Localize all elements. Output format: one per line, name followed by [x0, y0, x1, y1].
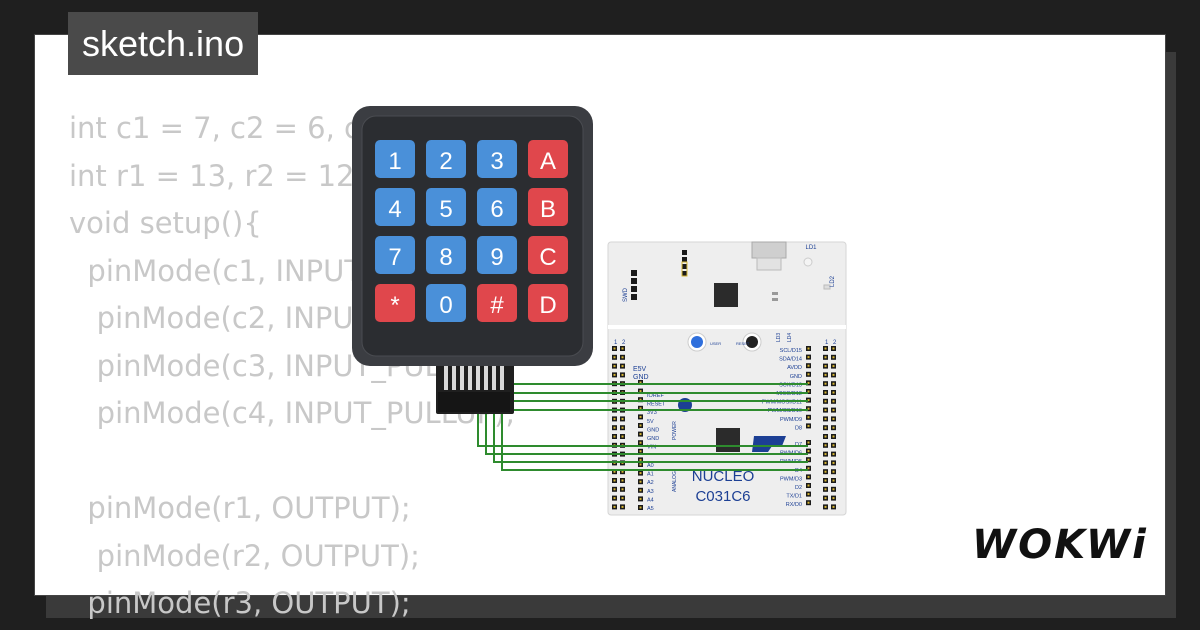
- power-pin-label: RESET: [647, 402, 666, 408]
- analog-pin-label: A0: [647, 463, 654, 469]
- key-3[interactable]: 3: [477, 140, 517, 178]
- power-pin-label: IOREF: [647, 393, 664, 399]
- ld3-label: LD3: [776, 333, 782, 342]
- power-group-label: POWER: [672, 421, 678, 440]
- digital-pin-label: SCK/D13: [779, 382, 802, 388]
- digital-pin-label: SDA/D14: [779, 357, 802, 363]
- ld2-label: LD2: [830, 275, 836, 287]
- keypad-4x4[interactable]: 1 2 3 A 4 5 6 B 7 8 9 C * 0 # D: [352, 106, 593, 414]
- key-hash[interactable]: #: [477, 284, 517, 322]
- digital-pin-label: RX/D0: [786, 502, 802, 508]
- key-label: 0: [439, 292, 452, 319]
- gnd-label: GND: [633, 374, 649, 381]
- analog-pin-label: A1: [647, 472, 654, 478]
- digital-pin-label: PWM/D3: [780, 476, 802, 482]
- code-line: pinMode(r1, OUTPUT);: [69, 491, 411, 525]
- analog-pin-label: A4: [647, 497, 654, 503]
- key-label: 8: [439, 244, 452, 271]
- code-line: void setup(){: [69, 206, 262, 240]
- key-5[interactable]: 5: [426, 188, 466, 226]
- key-1[interactable]: 1: [375, 140, 415, 178]
- digital-pin-label: PWM/D9: [780, 417, 802, 423]
- key-2[interactable]: 2: [426, 140, 466, 178]
- key-C[interactable]: C: [528, 236, 568, 274]
- digital-pin-label: SCL/D15: [780, 348, 802, 354]
- code-line: int r1 = 13, r2 = 12,: [69, 158, 364, 193]
- analog-group-label: ANALOG: [672, 471, 678, 492]
- sketch-file-tab[interactable]: sketch.ino: [68, 12, 259, 75]
- mcu-chip-icon: [716, 428, 740, 452]
- ld2-led-icon: [823, 284, 831, 290]
- key-label: 6: [490, 196, 503, 223]
- usb-connector-icon: [751, 241, 787, 259]
- key-label: 7: [388, 244, 401, 271]
- power-pin-label: 3V3: [647, 410, 657, 416]
- analog-pin-label: A2: [647, 480, 654, 486]
- ld1-led-icon: [803, 257, 813, 267]
- key-4[interactable]: 4: [375, 188, 415, 226]
- key-A[interactable]: A: [528, 140, 568, 178]
- wire[interactable]: [501, 400, 808, 471]
- header-number-left-2: 2: [622, 340, 626, 346]
- header-number-left-1: 1: [614, 340, 618, 346]
- key-label: B: [540, 196, 556, 223]
- key-B[interactable]: B: [528, 188, 568, 226]
- digital-pin-label: PWM/CS/D10: [768, 408, 802, 414]
- swd-label: SWD: [623, 287, 629, 302]
- ld1-label: LD1: [805, 245, 817, 251]
- reset-button-label: RESET: [736, 341, 750, 346]
- key-label: 4: [388, 196, 401, 223]
- key-7[interactable]: 7: [375, 236, 415, 274]
- wire[interactable]: [477, 400, 808, 447]
- key-label: 3: [490, 148, 503, 175]
- user-button[interactable]: [691, 336, 703, 348]
- key-label: D: [539, 292, 556, 319]
- key-8[interactable]: 8: [426, 236, 466, 274]
- key-label: 1: [388, 148, 401, 175]
- power-pin-label: GND: [647, 427, 659, 433]
- key-label: *: [390, 292, 399, 319]
- header-number-right-1: 1: [825, 340, 829, 346]
- e5v-label: E5V: [633, 366, 647, 373]
- ld4-label: LD4: [787, 333, 793, 342]
- code-line: pinMode(r3, OUTPUT);: [69, 586, 411, 620]
- key-star[interactable]: *: [375, 284, 415, 322]
- st-logo-icon: [752, 436, 786, 452]
- key-label: C: [539, 244, 556, 271]
- key-label: A: [540, 148, 556, 175]
- power-pin-label: VIN: [647, 445, 656, 451]
- digital-pin-label: D2: [795, 485, 802, 491]
- digital-pin-label: GND: [790, 374, 802, 380]
- header-number-right-2: 2: [833, 340, 837, 346]
- key-label: 9: [490, 244, 503, 271]
- digital-pin-label: PWM/MOSI/D11: [762, 400, 802, 406]
- wire[interactable]: [493, 400, 808, 463]
- power-pin-label: GND: [647, 436, 659, 442]
- key-label: #: [490, 292, 504, 319]
- wokwi-logo: WOKWi: [972, 522, 1148, 568]
- key-label: 5: [439, 196, 452, 223]
- board-name-line2: C031C6: [695, 488, 750, 505]
- key-0[interactable]: 0: [426, 284, 466, 322]
- stlink-chip-icon: [714, 283, 738, 307]
- code-line: pinMode(r2, OUTPUT);: [69, 538, 420, 573]
- board-name-line1: NUCLEO: [692, 468, 755, 485]
- digital-pin-label: D8: [795, 425, 802, 431]
- key-D[interactable]: D: [528, 284, 568, 322]
- digital-pin-label: AVDD: [787, 365, 802, 371]
- key-9[interactable]: 9: [477, 236, 517, 274]
- power-pin-label: 5V: [647, 419, 654, 425]
- key-label: 2: [439, 148, 452, 175]
- user-button-label: USER: [710, 341, 721, 346]
- analog-pin-label: A5: [647, 506, 654, 512]
- key-6[interactable]: 6: [477, 188, 517, 226]
- digital-pin-label: TX/D1: [786, 494, 802, 500]
- wire[interactable]: [485, 400, 808, 455]
- reset-button[interactable]: [746, 336, 758, 348]
- analog-pin-label: A3: [647, 489, 654, 495]
